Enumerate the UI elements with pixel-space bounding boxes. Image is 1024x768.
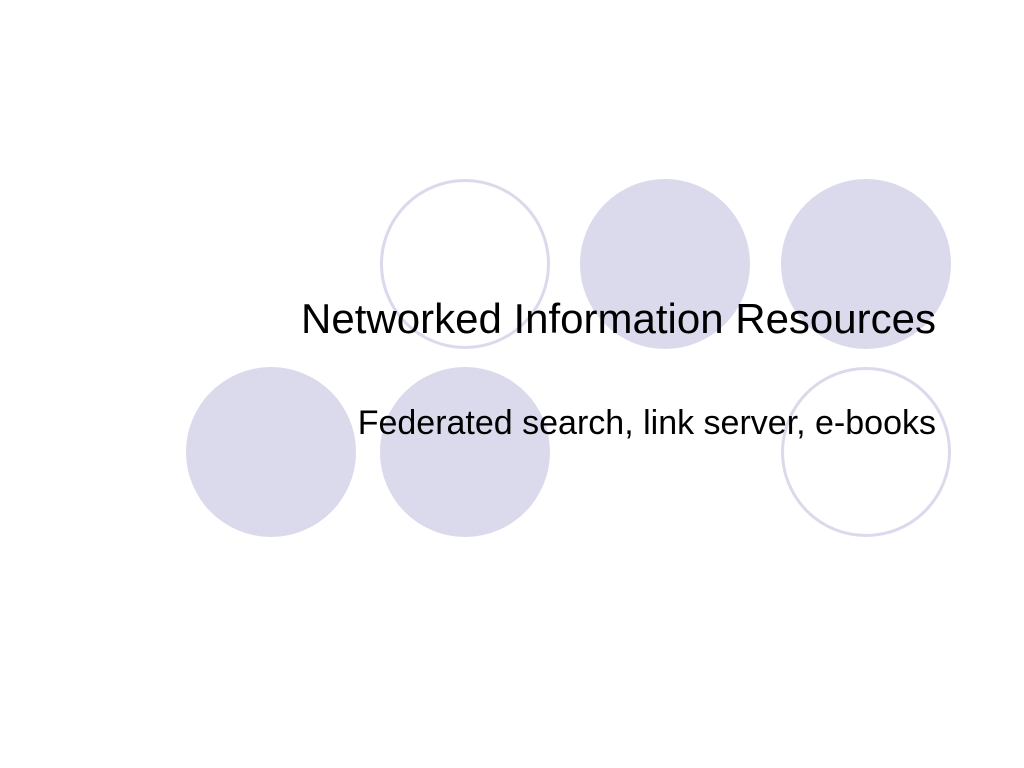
decorative-circle-filled [380, 367, 550, 537]
decorative-circle-outline [781, 367, 951, 537]
decorative-circle-filled [580, 179, 750, 349]
slide-title: Networked Information Resources [301, 295, 936, 342]
slide-subtitle: Federated search, link server, e-books [357, 404, 936, 442]
decorative-circle-outline [380, 179, 550, 349]
decorative-circle-filled [186, 367, 356, 537]
decorative-circle-filled [781, 179, 951, 349]
